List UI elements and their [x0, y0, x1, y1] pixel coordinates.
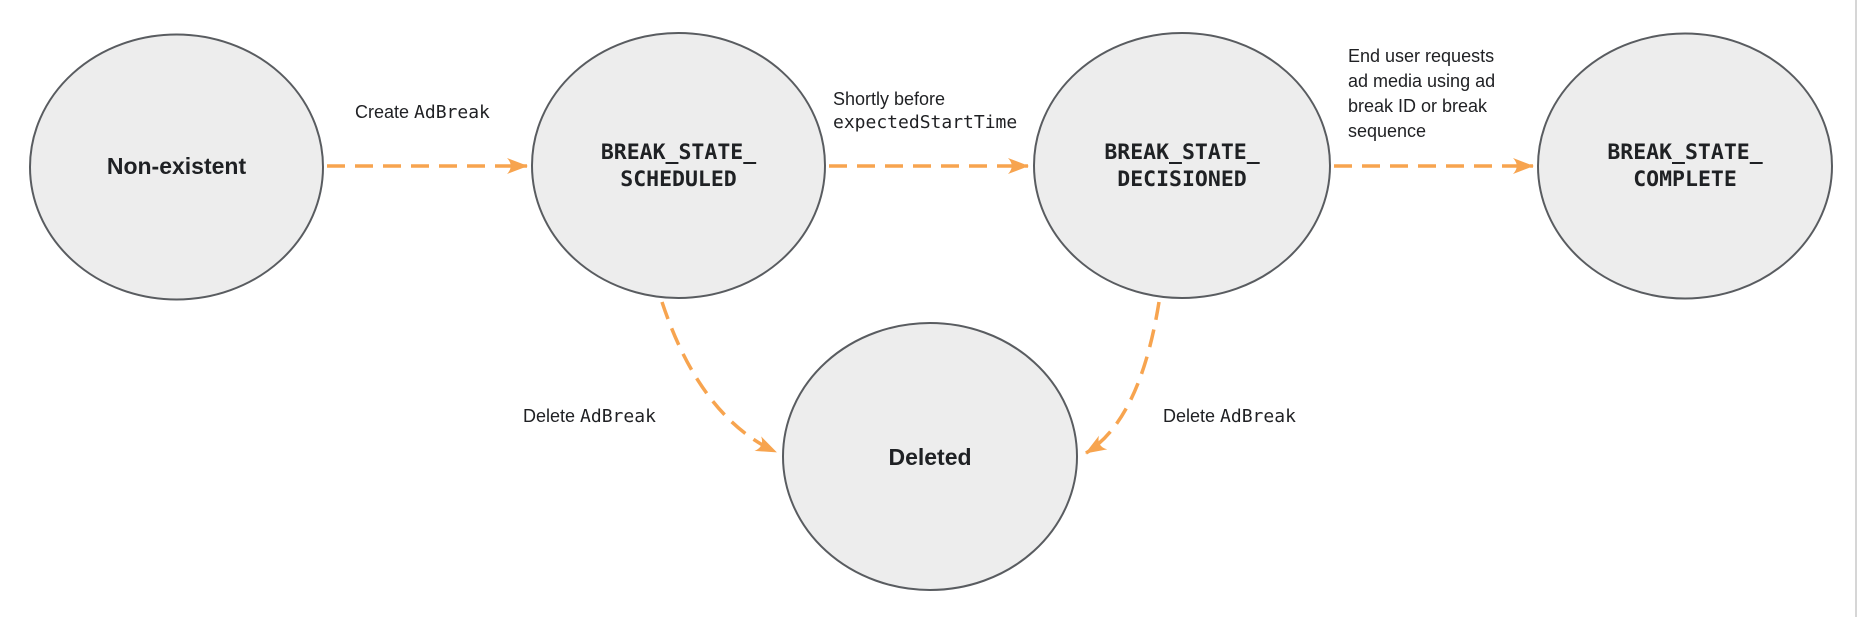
- arrow-decisioned-to-deleted: [1085, 301, 1161, 455]
- shortly-before-code: expectedStartTime: [833, 112, 1018, 133]
- create-adbreak-code: AdBreak: [414, 102, 490, 123]
- transition-label-delete-adbreak-left: Delete AdBreak: [523, 405, 656, 428]
- arrow-scheduled-to-deleted: [660, 301, 777, 454]
- state-circle-non-existent: [29, 33, 324, 301]
- state-circle-deleted: [782, 322, 1078, 591]
- state-label-decisioned-line1: BREAK_STATE_: [1104, 140, 1260, 165]
- delete-adbreak-right-text: Delete: [1163, 406, 1221, 426]
- state-label-decisioned: BREAK_STATE_DECISIONED: [1034, 139, 1330, 193]
- delete-adbreak-right-code: AdBreak: [1220, 406, 1296, 427]
- create-adbreak-text: Create: [355, 102, 415, 122]
- state-label-complete: BREAK_STATE_COMPLETE: [1538, 139, 1832, 193]
- state-circle-scheduled: [531, 32, 826, 299]
- delete-adbreak-left-text: Delete: [523, 406, 581, 426]
- transition-label-create-adbreak: Create AdBreak: [355, 101, 490, 124]
- shortly-before-text: Shortly before: [833, 89, 946, 109]
- state-label-scheduled: BREAK_STATE_SCHEDULED: [532, 139, 825, 193]
- state-label-decisioned-line2: DECISIONED: [1117, 167, 1247, 192]
- state-label-non-existent: Non-existent: [106, 153, 247, 179]
- transition-label-end-user-requests: End user requests ad media using ad brea…: [1348, 46, 1496, 141]
- transition-label-shortly-before: Shortly before expectedStartTime: [833, 88, 1017, 134]
- page-edge-divider: [1855, 0, 1857, 617]
- state-circle-complete: [1537, 32, 1833, 300]
- transition-label-delete-adbreak-right: Delete AdBreak: [1163, 405, 1296, 428]
- state-label-complete-line2: COMPLETE: [1633, 167, 1737, 192]
- state-circle-decisioned: [1033, 32, 1331, 299]
- state-label-scheduled-line1: BREAK_STATE_: [600, 140, 757, 165]
- state-label-scheduled-line2: SCHEDULED: [620, 167, 737, 192]
- state-label-deleted: Deleted: [888, 444, 972, 470]
- delete-adbreak-left-code: AdBreak: [580, 406, 656, 427]
- state-label-complete-line1: BREAK_STATE_: [1607, 140, 1763, 165]
